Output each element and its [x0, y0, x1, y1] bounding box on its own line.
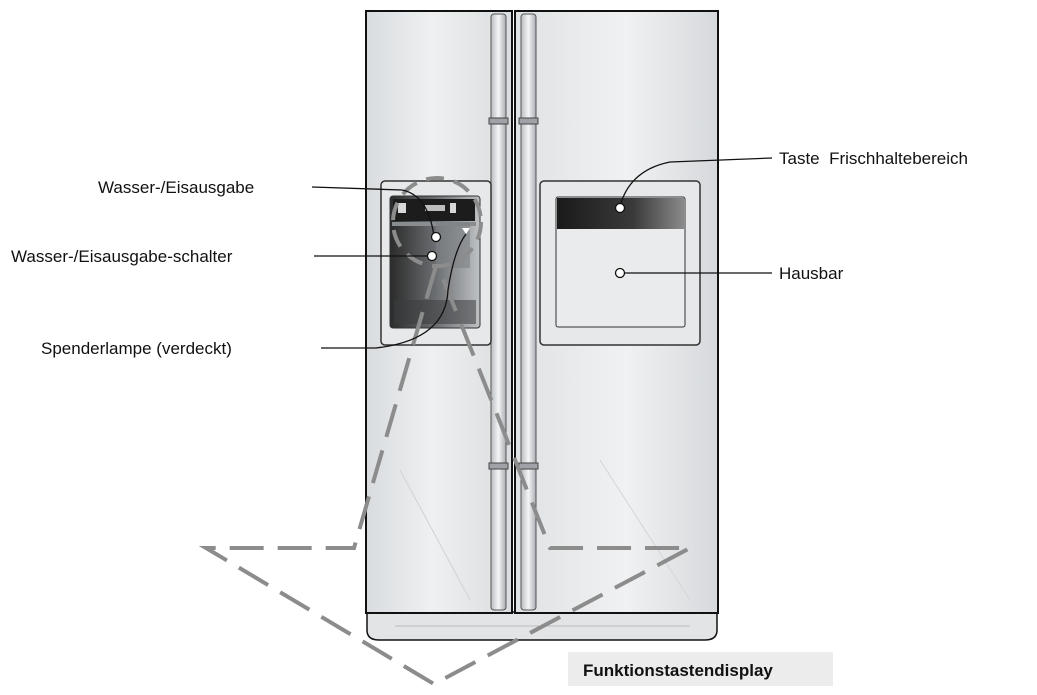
handle-mount — [518, 117, 539, 125]
handle-mount — [518, 462, 539, 470]
callout-dot-fresh-zone — [614, 202, 626, 214]
handle-mount — [488, 117, 509, 125]
caption-box — [568, 652, 833, 686]
leader-line-fresh-zone — [619, 157, 773, 207]
leader-line-dispenser-lamp — [321, 233, 467, 349]
panel-icon — [398, 203, 406, 213]
leader-line-water-ice — [311, 186, 435, 237]
left-door-handle — [490, 13, 507, 611]
label-water-ice-dispenser: Wasser-/Eisausgabe — [98, 178, 254, 197]
label-fresh-zone-button: Taste Frischhaltebereich — [779, 149, 968, 168]
callout-dot-dispenser-switch — [426, 250, 438, 262]
home-bar-door — [555, 196, 686, 328]
reflection-line — [599, 459, 691, 601]
right-door-handle — [520, 13, 537, 611]
dispenser-lamp-marker — [462, 228, 470, 234]
drip-tray — [394, 300, 476, 324]
callout-circle — [391, 176, 483, 268]
label-dispenser-switch: Wasser-/Eisausgabe-schalter — [11, 247, 233, 266]
panel-display — [425, 205, 445, 211]
handle-mount — [488, 462, 509, 470]
label-home-bar: Hausbar — [779, 264, 844, 283]
label-dispenser-lamp: Spenderlampe (verdeckt) — [41, 339, 232, 358]
panel-buttons — [392, 222, 476, 226]
caption-function-display: Funktionstastendisplay — [583, 661, 773, 680]
panel-icon — [450, 203, 456, 213]
callout-dot-home-bar — [614, 267, 626, 279]
callout-funnel — [198, 265, 691, 687]
reflection-line — [399, 469, 471, 601]
callout-dot-water-ice — [430, 231, 442, 243]
